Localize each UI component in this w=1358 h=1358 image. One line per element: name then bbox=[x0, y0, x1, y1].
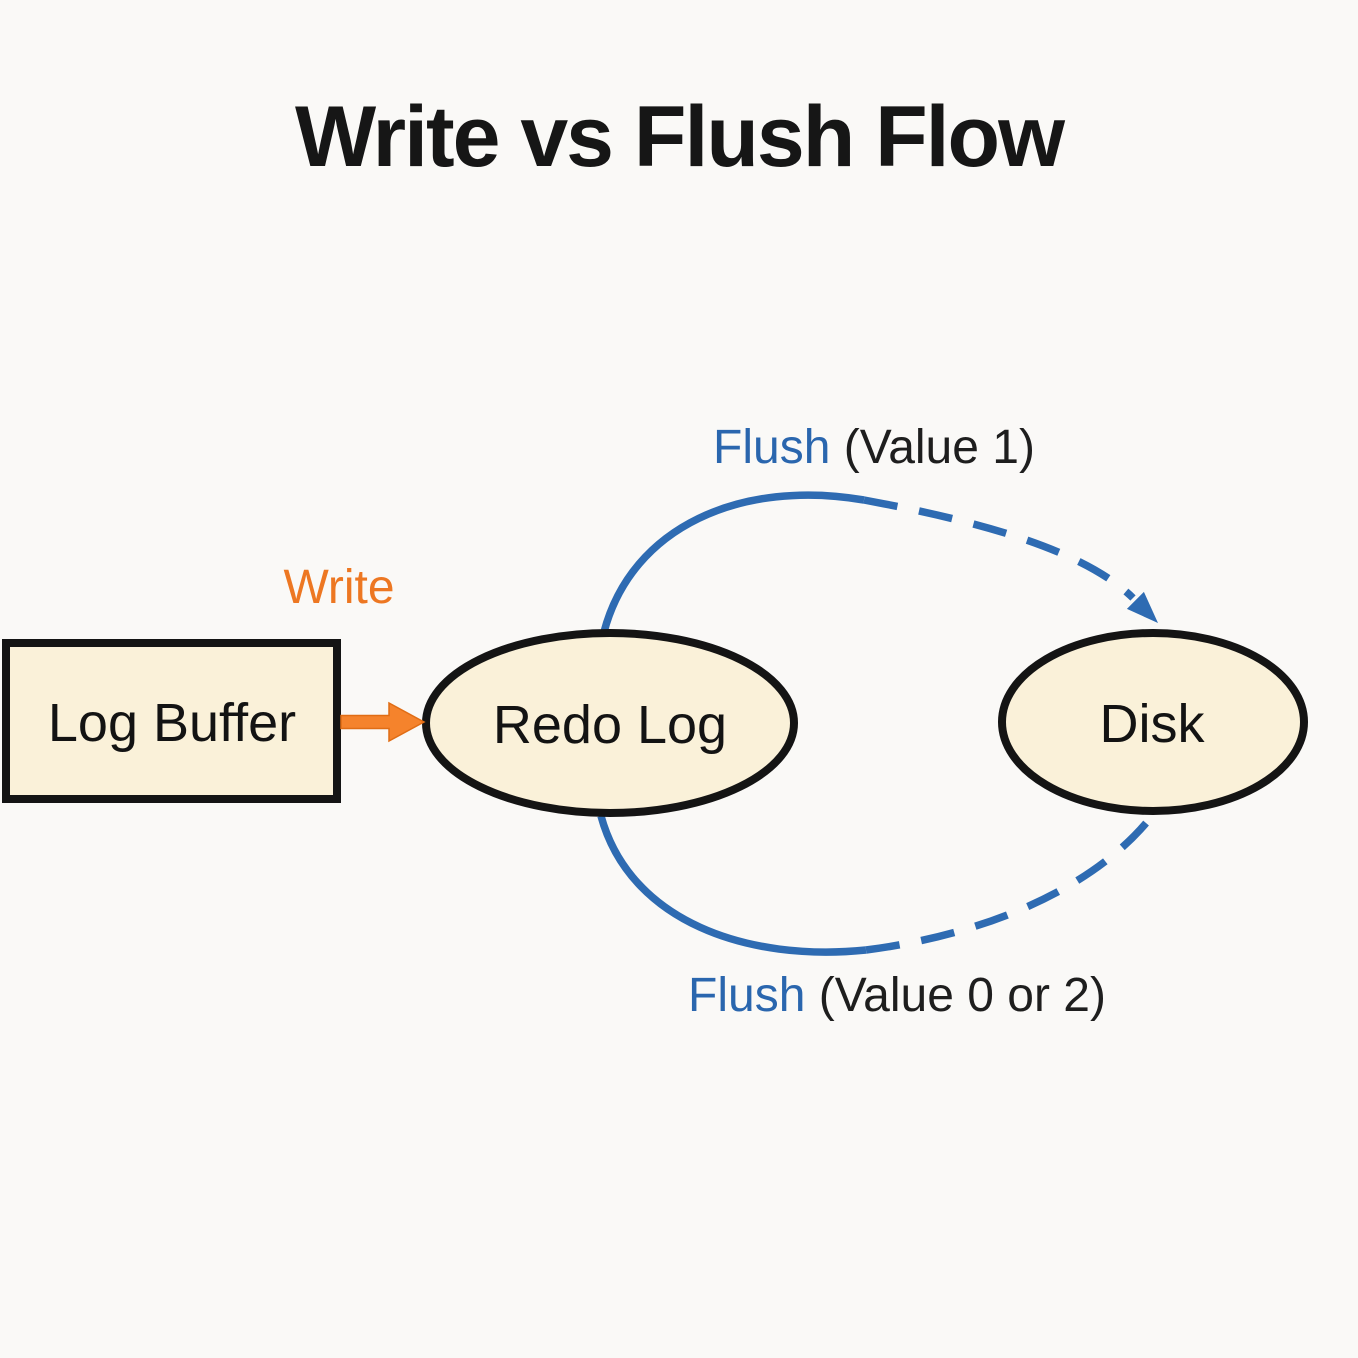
redo-log-label: Redo Log bbox=[492, 695, 728, 755]
disk-label: Disk bbox=[1099, 694, 1205, 754]
flush-bottom-curve-solid bbox=[597, 815, 867, 956]
flush-top-curve-dashed bbox=[863, 496, 1136, 601]
write-edge-label: Write bbox=[283, 561, 395, 614]
flush-bottom-edge-label: Flush (Value 0 or 2) bbox=[688, 968, 1106, 1023]
disk-node bbox=[998, 629, 1308, 815]
flush-top-curve-solid bbox=[600, 491, 865, 633]
flush-bottom-value: (Value 0 or 2) bbox=[805, 969, 1106, 1022]
flush-top-value: (Value 1) bbox=[830, 421, 1035, 474]
flush-top-arrowhead-icon bbox=[1126, 591, 1158, 623]
flush-top-edge-label: Flush (Value 1) bbox=[713, 420, 1035, 475]
log-buffer-label: Log Buffer bbox=[47, 693, 297, 753]
redo-log-node bbox=[422, 629, 798, 817]
write-arrow-icon bbox=[340, 701, 426, 743]
log-buffer-node bbox=[2, 639, 341, 803]
page-title: Write vs Flush Flow bbox=[295, 89, 1065, 185]
flush-top-word: Flush bbox=[713, 421, 831, 474]
flush-bottom-word: Flush bbox=[688, 969, 806, 1022]
flush-bottom-curve-dashed bbox=[865, 819, 1150, 954]
